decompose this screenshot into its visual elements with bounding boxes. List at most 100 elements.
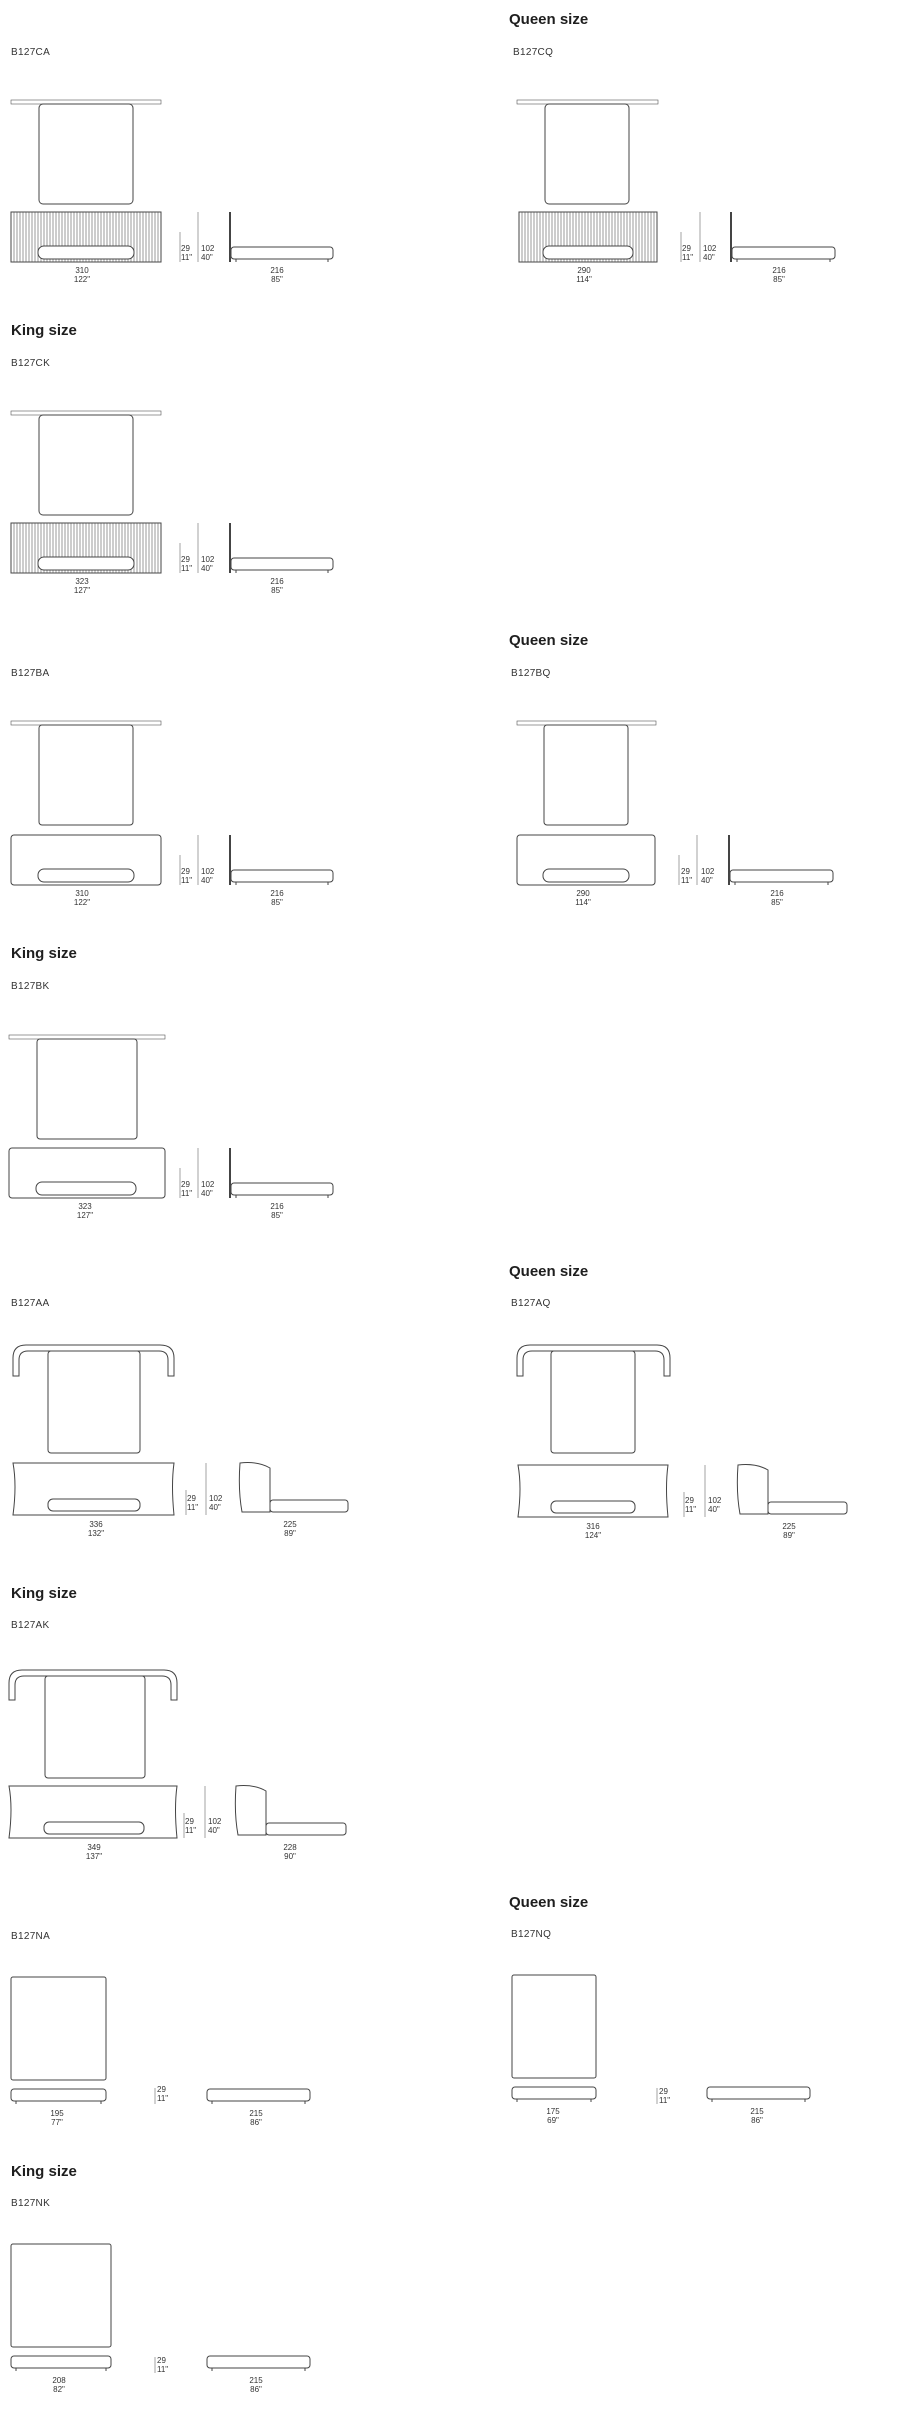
height-cm: 29 (181, 555, 190, 564)
size-heading: Queen size (509, 1894, 589, 1911)
width-in: 122" (73, 275, 91, 284)
height-in: 11" (181, 876, 193, 885)
size-heading: King size (11, 322, 77, 339)
height-cm: 29 (681, 867, 690, 876)
width-in: 69" (547, 2116, 559, 2125)
headboard-height-cm: 102 (201, 244, 215, 253)
length-in: 90" (284, 1852, 296, 1861)
model-code: B127AA (11, 1298, 50, 1309)
headboard-height-in: 40" (201, 564, 213, 573)
length-in: 85" (271, 898, 283, 907)
height-in: 11" (181, 253, 193, 262)
width-cm: 349 (87, 1843, 101, 1852)
headboard-height-cm: 102 (208, 1817, 222, 1826)
headboard-height-in: 40" (201, 253, 213, 262)
headboard-height-cm: 102 (201, 867, 215, 876)
model-code: B127NQ (511, 1929, 552, 1940)
length-cm: 215 (249, 2109, 263, 2118)
width-cm: 310 (75, 889, 89, 898)
height-in: 11" (185, 1826, 197, 1835)
length-in: 86" (751, 2116, 763, 2125)
length-cm: 216 (270, 889, 284, 898)
height-cm: 29 (157, 2356, 166, 2365)
headboard-height-cm: 102 (708, 1496, 722, 1505)
width-in: 127" (73, 586, 91, 595)
model-code: B127NK (11, 2198, 51, 2209)
width-cm: 336 (89, 1520, 103, 1529)
height-cm: 29 (659, 2087, 668, 2096)
length-in: 89" (783, 1531, 795, 1540)
height-in: 11" (659, 2096, 671, 2105)
length-cm: 216 (770, 889, 784, 898)
headboard-height-cm: 102 (201, 555, 215, 564)
width-cm: 310 (75, 266, 89, 275)
length-cm: 215 (249, 2376, 263, 2385)
model-code: B127AK (11, 1620, 50, 1631)
model-code: B127BK (11, 981, 50, 992)
width-cm: 323 (78, 1202, 92, 1211)
size-heading: Queen size (509, 1263, 589, 1280)
height-in: 11" (157, 2094, 169, 2103)
model-code: B127AQ (511, 1298, 551, 1309)
model-code: B127CA (11, 47, 51, 58)
height-cm: 29 (181, 1180, 190, 1189)
length-cm: 225 (283, 1520, 297, 1529)
headboard-height-in: 40" (701, 876, 713, 885)
length-in: 89" (284, 1529, 296, 1538)
height-cm: 29 (181, 244, 190, 253)
size-heading: King size (11, 2163, 77, 2180)
width-in: 114" (575, 898, 591, 907)
height-cm: 29 (185, 1817, 194, 1826)
width-cm: 323 (75, 577, 89, 586)
length-in: 85" (771, 898, 783, 907)
model-code: B127NA (11, 1931, 51, 1942)
width-in: 77" (51, 2118, 63, 2127)
length-cm: 228 (283, 1843, 297, 1852)
headboard-height-in: 40" (208, 1826, 220, 1835)
length-cm: 215 (750, 2107, 764, 2116)
size-heading: King size (11, 945, 77, 962)
height-cm: 29 (181, 867, 190, 876)
size-heading: King size (11, 1585, 77, 1602)
width-cm: 208 (52, 2376, 66, 2385)
width-cm: 290 (576, 889, 590, 898)
size-heading: Queen size (509, 632, 589, 649)
headboard-height-cm: 102 (201, 1180, 215, 1189)
model-code: B127BQ (511, 668, 551, 679)
length-in: 86" (250, 2118, 262, 2127)
headboard-height-in: 40" (209, 1503, 221, 1512)
length-cm: 216 (270, 266, 284, 275)
length-cm: 225 (782, 1522, 796, 1531)
headboard-height-in: 40" (708, 1505, 720, 1514)
length-in: 85" (271, 1211, 283, 1220)
headboard-height-cm: 102 (701, 867, 715, 876)
width-in: 127" (76, 1211, 94, 1220)
headboard-height-in: 40" (201, 1189, 213, 1198)
height-cm: 29 (685, 1496, 694, 1505)
width-in: 114" (576, 275, 592, 284)
height-in: 11" (187, 1503, 199, 1512)
length-in: 85" (271, 586, 283, 595)
width-in: 124" (584, 1531, 602, 1540)
height-in: 11" (181, 1189, 193, 1198)
headboard-height-in: 40" (703, 253, 715, 262)
model-code: B127CK (11, 358, 51, 369)
length-in: 85" (773, 275, 785, 284)
height-in: 11" (157, 2365, 169, 2374)
height-in: 11" (685, 1505, 697, 1514)
size-heading: Queen size (509, 11, 589, 28)
width-cm: 316 (586, 1522, 600, 1531)
length-cm: 216 (270, 577, 284, 586)
width-in: 132" (87, 1529, 105, 1538)
width-cm: 175 (546, 2107, 560, 2116)
width-cm: 195 (50, 2109, 64, 2118)
